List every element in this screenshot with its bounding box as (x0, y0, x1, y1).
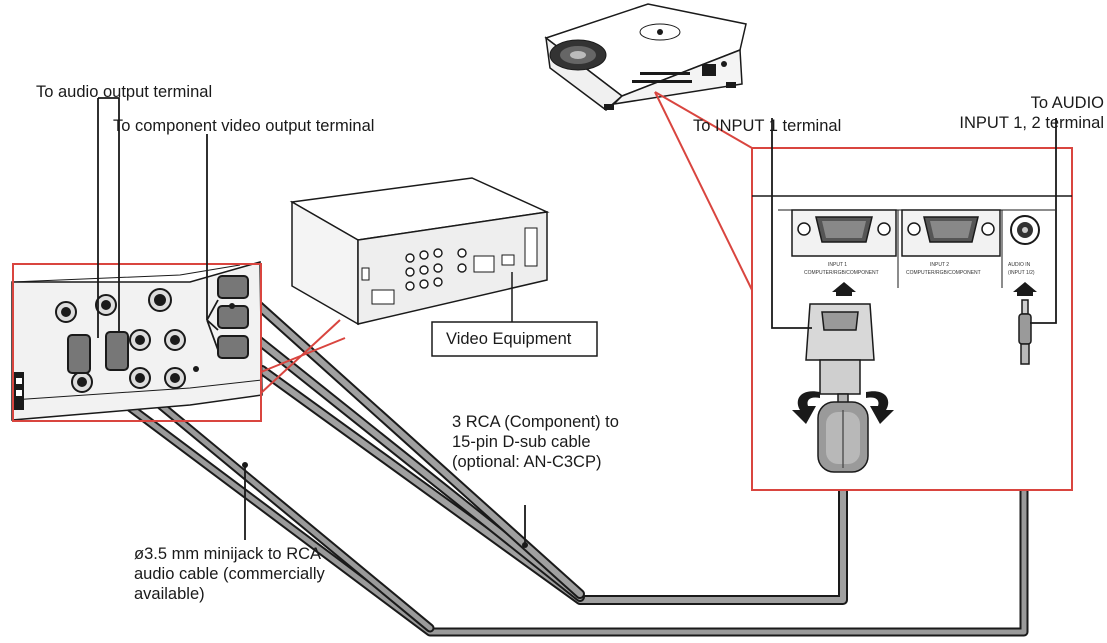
component-cable-line1: 3 RCA (Component) to (452, 413, 619, 431)
input1-terminal-label: To INPUT 1 terminal (693, 117, 842, 135)
audio-output-label: To audio output terminal (36, 83, 213, 101)
projector (544, 3, 747, 111)
input1-port (791, 209, 897, 257)
component-cable-label: 3 RCA (Component) to 15-pin D-sub cable … (452, 412, 692, 472)
audio-input-label-line2: INPUT 1, 2 terminal (959, 114, 1104, 132)
audio-in-port (1010, 215, 1040, 245)
input2-panel-sub: COMPUTER/RGB/COMPONENT (906, 270, 981, 276)
input1-panel-sub: COMPUTER/RGB/COMPONENT (804, 270, 879, 276)
minijack-plug (1018, 299, 1032, 365)
audio-in-panel-label: AUDIO IN (1008, 262, 1031, 268)
audio-input-label: To AUDIO INPUT 1, 2 terminal (910, 93, 1104, 133)
component-output-label: To component video output terminal (113, 117, 375, 135)
video-equipment-rear-panel (11, 261, 263, 421)
dsub-plug (805, 303, 875, 473)
audio-cable-label: ø3.5 mm minijack to RCA audio cable (com… (134, 544, 374, 604)
input1-panel-label: INPUT 1 (828, 262, 847, 268)
audio-cable-line2: audio cable (commercially (134, 565, 325, 583)
audio-insert-arrow-icon (1013, 282, 1037, 296)
video-equipment-label-box (431, 321, 598, 357)
component-cable-line2: 15-pin D-sub cable (452, 433, 591, 451)
audio-input-label-line1: To AUDIO (1030, 94, 1104, 112)
screw-rotate-right-icon (866, 391, 894, 424)
audio-cable-line3: available) (134, 585, 205, 603)
video-equipment-label: Video Equipment (446, 330, 572, 348)
input1-insert-arrow-icon (832, 282, 856, 296)
left-callout-box (12, 263, 346, 422)
audio-cable-line1: ø3.5 mm minijack to RCA (134, 545, 322, 563)
audio-cable (75, 355, 1029, 637)
screw-rotate-left-icon (792, 391, 820, 424)
component-cable-line3: (optional: AN-C3CP) (452, 453, 602, 471)
input2-panel-label: INPUT 2 (930, 262, 949, 268)
projector-callout-lines (654, 91, 753, 291)
input2-port (901, 209, 1001, 257)
leader-lines (97, 97, 1057, 545)
audio-in-panel-sub: (INPUT 1/2) (1008, 270, 1035, 276)
video-equipment-device (289, 177, 550, 326)
